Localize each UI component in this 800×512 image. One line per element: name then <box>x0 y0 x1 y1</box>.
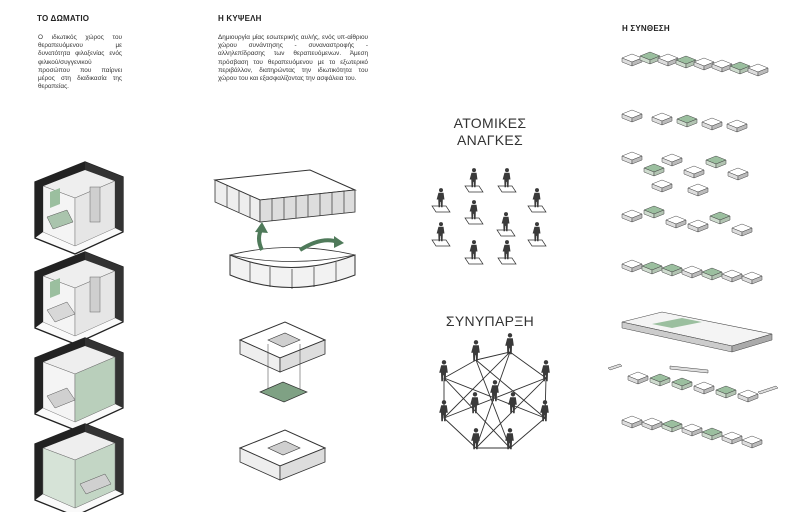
individual-figures <box>431 168 547 265</box>
synthesis-level-5 <box>621 259 763 285</box>
room-variant-4 <box>34 423 124 512</box>
individual-needs-line2: ΑΝΑΓΚΕΣ <box>457 132 523 148</box>
hive-courtyard-exploded <box>238 321 327 403</box>
synthesis-level-4 <box>621 205 753 237</box>
synthesis-level-3 <box>621 151 749 197</box>
synthesis-stack <box>607 51 779 449</box>
room-title: ΤΟ ΔΩΜΑΤΙΟ <box>37 14 90 23</box>
hive-row-of-rooms <box>213 169 357 223</box>
synthesis-level-2 <box>621 109 748 133</box>
room-variant-3 <box>34 337 124 431</box>
hive-title: Η ΚΥΨΕΛΗ <box>218 14 262 23</box>
room-description: Ο ιδιωτικός χώρος του θεραπευόμενου με δ… <box>38 34 122 91</box>
hive-description: Δημιουργία μίας εσωτερικής αυλής, ενός υ… <box>218 34 368 83</box>
synthesis-title: Η ΣΥΝΘΕΣΗ <box>622 24 670 33</box>
individual-needs-label: ΑΤΟΜΙΚΕΣ ΑΝΑΓΚΕΣ <box>430 115 550 149</box>
synthesis-level-7 <box>607 363 779 403</box>
room-variant-2 <box>34 251 124 345</box>
coexistence-label: ΣΥΝΥΠΑΡΞΗ <box>445 313 535 329</box>
synthesis-level-6 <box>621 311 773 353</box>
synthesis-level-1 <box>621 51 769 77</box>
individual-needs-line1: ΑΤΟΜΙΚΕΣ <box>453 115 527 131</box>
hive-courtyard-assembled <box>238 429 327 481</box>
hive-curved-arrangement <box>229 222 356 289</box>
coexistence-network <box>439 333 550 450</box>
synthesis-level-8 <box>621 415 763 449</box>
room-variant-1 <box>34 161 124 255</box>
